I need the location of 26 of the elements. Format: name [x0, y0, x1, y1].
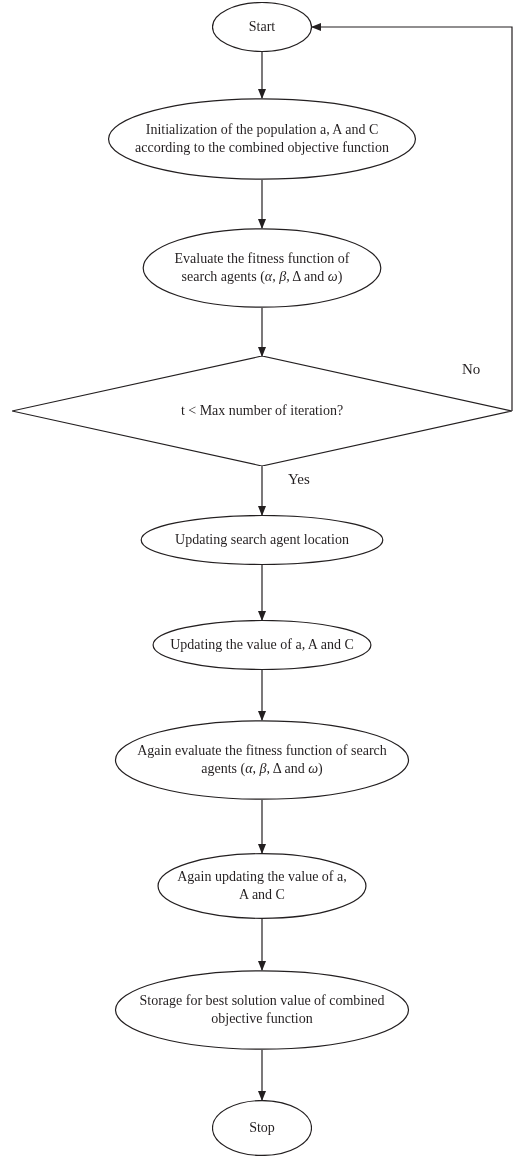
- node-text: Initialization of the population a, A and C according to the combined objective function: [134, 120, 390, 157]
- arrow: [258, 51, 266, 99]
- node-text: t < Max number of iteration?: [180, 401, 344, 420]
- arrow: [258, 918, 266, 971]
- node-text: Stop: [249, 1118, 275, 1137]
- process-ellipse: [114, 970, 410, 1050]
- process-ellipse: [157, 853, 367, 919]
- node-text: Start: [248, 17, 276, 36]
- node-text: Storage for best solution value of combined objective function: [138, 991, 386, 1028]
- node-text: Again evaluate the fitness function of search agents (α, β, Δ and ω): [137, 741, 387, 778]
- arrow: [311, 23, 513, 412]
- node-text: Updating the value of a, A and C: [170, 635, 354, 654]
- arrow: [258, 1049, 266, 1101]
- node-text: Updating search agent location: [175, 530, 349, 549]
- process-ellipse: [107, 98, 417, 180]
- decision-diamond: [12, 356, 512, 466]
- arrow: [258, 799, 266, 854]
- process-ellipse: [114, 720, 410, 800]
- arrow: [258, 669, 266, 721]
- arrow: [258, 564, 266, 621]
- arrow: [258, 179, 266, 229]
- node-text: Again updating the value of a, A and C: [177, 867, 347, 904]
- process-ellipse: [142, 228, 382, 308]
- arrow: [258, 307, 266, 357]
- arrow: [258, 465, 266, 516]
- node-text: Evaluate the fitness function of search agents (α, β, Δ and ω): [173, 249, 351, 286]
